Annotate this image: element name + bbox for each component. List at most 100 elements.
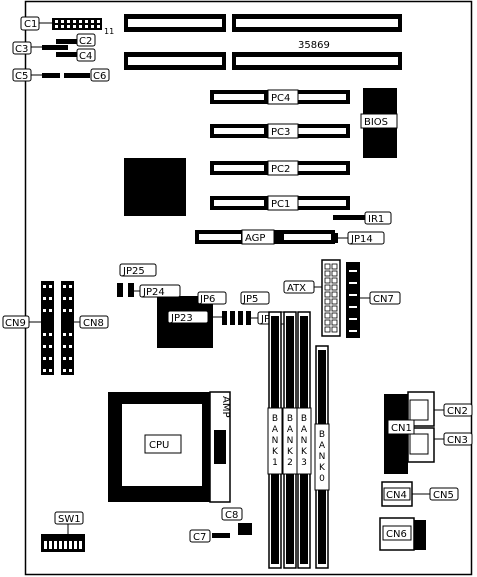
jp-cluster [222, 311, 251, 325]
svg-text:CN4: CN4 [386, 490, 407, 501]
svg-text:B: B [272, 414, 278, 424]
label-c5: C5 [12, 68, 42, 82]
c8-header: C8 [221, 507, 252, 535]
label-jp23: JP23 [167, 310, 222, 324]
pci-slot-pc2: PC2 [210, 160, 350, 176]
c7-header: C7 [189, 529, 230, 543]
c5-c6-headers [42, 73, 90, 78]
svg-text:C3: C3 [15, 44, 28, 55]
cn6-port: CN6 [379, 517, 426, 551]
svg-text:B: B [287, 414, 293, 424]
svg-text:JP23: JP23 [170, 313, 193, 324]
cpu-socket: CPU AMP [108, 391, 231, 503]
jp25-jp24-jumpers [117, 283, 134, 297]
svg-text:K: K [272, 447, 279, 457]
svg-text:JP25: JP25 [122, 266, 145, 277]
pci-slot-pc4: PC4 [210, 89, 350, 105]
c1-connector [52, 18, 102, 30]
svg-text:PC1: PC1 [271, 199, 290, 210]
svg-text:CN9: CN9 [5, 318, 26, 329]
svg-text:A: A [319, 441, 326, 451]
svg-text:K: K [287, 447, 294, 457]
label-jp25: JP25 [119, 263, 157, 277]
svg-text:C1: C1 [24, 19, 37, 30]
label-cn9: CN9 [2, 315, 41, 329]
svg-text:3: 3 [301, 458, 307, 468]
pci-slot-pc1: PC1 [210, 195, 350, 211]
svg-text:N: N [301, 436, 308, 446]
svg-text:A: A [287, 425, 294, 435]
svg-text:A: A [301, 425, 308, 435]
northbridge-chip [124, 158, 186, 216]
svg-text:N: N [287, 436, 294, 446]
cn8-ide-connector [61, 281, 74, 375]
svg-text:K: K [319, 463, 326, 473]
svg-text:A: A [272, 425, 279, 435]
label-jp5: JP5 [240, 291, 270, 305]
svg-text:JP6: JP6 [199, 294, 215, 305]
svg-text:CPU: CPU [149, 440, 169, 451]
svg-text:N: N [319, 452, 326, 462]
svg-text:B: B [301, 414, 307, 424]
svg-text:ATX: ATX [287, 283, 306, 294]
svg-text:C7: C7 [193, 532, 206, 543]
label-c2: C2 [76, 33, 96, 47]
svg-text:C8: C8 [225, 510, 238, 521]
svg-text:PC2: PC2 [271, 164, 290, 175]
svg-text:N: N [272, 436, 279, 446]
cn4-port: CN4 [381, 481, 413, 507]
pin-number: 11 [104, 27, 114, 36]
svg-text:JP4: JP4 [260, 314, 276, 325]
ir1-header: IR1 [333, 211, 392, 225]
svg-text:PC3: PC3 [271, 127, 290, 138]
agp-slot: AGP [195, 229, 335, 245]
label-cn8: CN8 [74, 315, 109, 329]
svg-text:B: B [319, 430, 325, 440]
isa-slots [124, 14, 402, 70]
label-jp6: JP6 [197, 291, 227, 305]
svg-text:C4: C4 [79, 51, 92, 62]
cn7-connector: CN7 [346, 262, 401, 338]
svg-text:CN6: CN6 [386, 529, 407, 540]
svg-text:SW1: SW1 [58, 514, 81, 525]
svg-text:0: 0 [319, 474, 325, 484]
label-cn3: CN3 [434, 432, 473, 446]
label-atx: ATX [283, 280, 322, 294]
sw1-dip-switch: SW1 [41, 511, 85, 552]
svg-text:PC4: PC4 [271, 93, 290, 104]
svg-text:JP5: JP5 [242, 294, 258, 305]
bios-chip: BIOS [360, 88, 398, 158]
svg-text:C5: C5 [15, 71, 28, 82]
jp14-jumper: JP14 [332, 231, 385, 245]
label-c6: C6 [90, 68, 110, 82]
svg-text:C2: C2 [79, 36, 92, 47]
svg-text:AGP: AGP [245, 233, 265, 244]
pci-slot-pc3: PC3 [210, 123, 350, 139]
svg-text:2: 2 [287, 458, 293, 468]
c2-c3-c4-headers [42, 39, 78, 57]
label-cn5: CN5 [412, 487, 459, 501]
svg-text:IR1: IR1 [368, 214, 384, 225]
svg-text:K: K [301, 447, 308, 457]
svg-text:CN1: CN1 [391, 423, 412, 434]
model-number: 35869 [298, 40, 330, 51]
svg-text:CN3: CN3 [447, 435, 468, 446]
svg-text:JP14: JP14 [350, 234, 373, 245]
svg-text:CN2: CN2 [447, 406, 468, 417]
atx-connector [321, 259, 341, 337]
cn1-port-stack: CN1 [384, 391, 435, 474]
svg-text:CN5: CN5 [433, 490, 454, 501]
label-c1: C1 [20, 16, 52, 31]
svg-text:BIOS: BIOS [364, 117, 388, 128]
svg-text:CN8: CN8 [83, 318, 104, 329]
label-c3: C3 [12, 41, 42, 55]
svg-text:AMP: AMP [220, 396, 231, 418]
svg-text:JP24: JP24 [142, 287, 165, 298]
svg-text:CN7: CN7 [373, 294, 394, 305]
label-jp24: JP24 [134, 284, 181, 298]
